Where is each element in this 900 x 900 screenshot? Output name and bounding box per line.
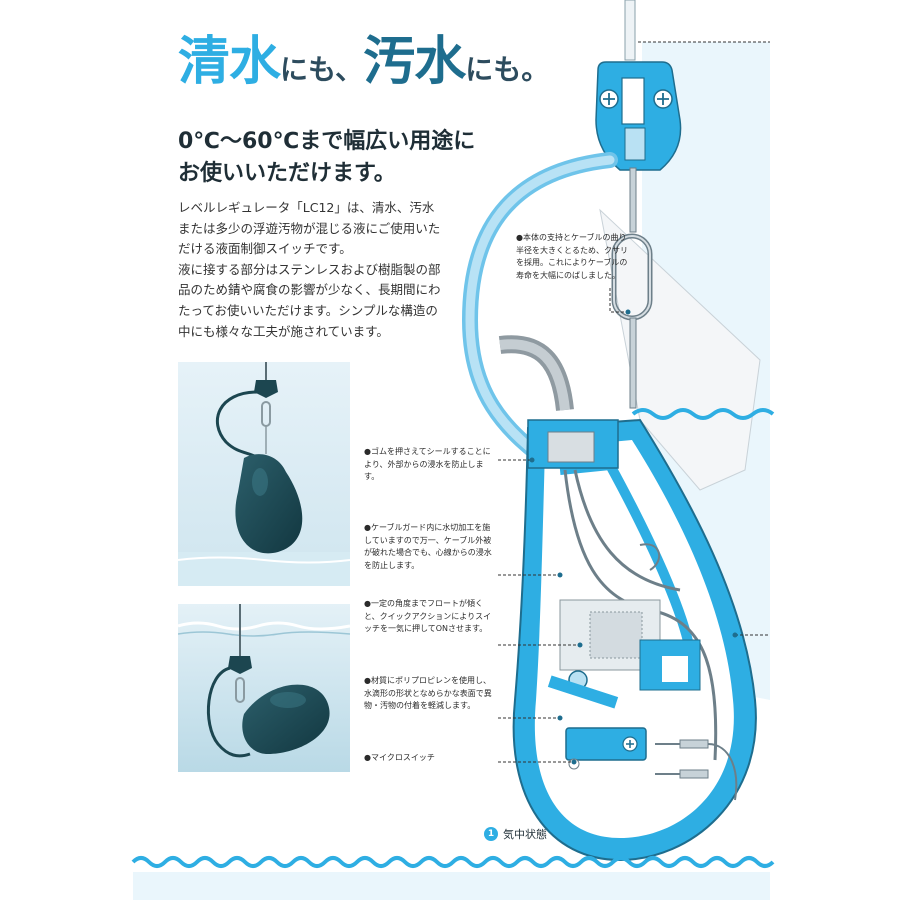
- body-paragraph-2: 液に接する部分はステンレスおよび樹脂製の部品のため錆や腐食の影響が少なく、長期間…: [178, 261, 441, 339]
- leader-dots: [529, 309, 738, 765]
- state-number-badge: 1: [484, 827, 498, 841]
- mounting-bracket: [595, 61, 682, 171]
- chain: [611, 167, 653, 409]
- headline-dirty-water: 汚水: [363, 32, 466, 92]
- subheading: 0℃～60℃まで幅広い用途に お使いいただけます。: [178, 126, 475, 190]
- in-water-photo: [178, 604, 350, 772]
- callout-quick-action: ●一定の角度までフロートが傾くと、クイックアクションによりスイッチを一気に押して…: [364, 599, 492, 633]
- body-text: レベルレギュレータ「LC12」は、清水、汚水または多少の浮遊汚物が混じる液にご使…: [178, 198, 446, 342]
- callout-rubber-seal: ●ゴムを押さえてシールすることにより、外部からの浸水を防止します。: [364, 447, 491, 481]
- body-paragraph-1: レベルレギュレータ「LC12」は、清水、汚水または多少の浮遊汚物が混じる液にご使…: [178, 200, 441, 257]
- headline-clean-water: 清水: [178, 32, 281, 92]
- in-air-photo: [178, 362, 350, 586]
- callout-micro-switch: ●マイクロスイッチ: [364, 753, 435, 762]
- subheading-line-1: 0℃～60℃まで幅広い用途に: [178, 129, 476, 154]
- bottom-wave: [131, 856, 775, 868]
- state-label: 1 気中状態: [484, 826, 547, 842]
- headline: 清水にも、汚水にも。: [178, 36, 549, 88]
- lower-panel: [133, 872, 770, 900]
- guide-rod: [624, 0, 636, 61]
- callout-chain: ●本体の支持とケーブルの曲り半径を大きくとるため、クサリを採用。これによりケーブ…: [516, 233, 628, 280]
- callout-material: ●材質にポリプロピレンを使用し、水滴形の形状となめらかな表面で異物・汚物の付着を…: [364, 676, 492, 710]
- callout-cable-guard: ●ケーブルガード内に水切加工を施していますので万一、ケーブル外被が破れた場合でも…: [364, 523, 492, 570]
- headline-particle-2: にも。: [465, 53, 550, 86]
- water-wave: [631, 408, 775, 420]
- float-body: [512, 418, 757, 862]
- leader-lines: [498, 288, 770, 763]
- subheading-line-2: お使いいただけます。: [178, 161, 396, 186]
- headline-particle-1: にも、: [280, 53, 364, 86]
- state-label-text: 気中状態: [503, 828, 547, 841]
